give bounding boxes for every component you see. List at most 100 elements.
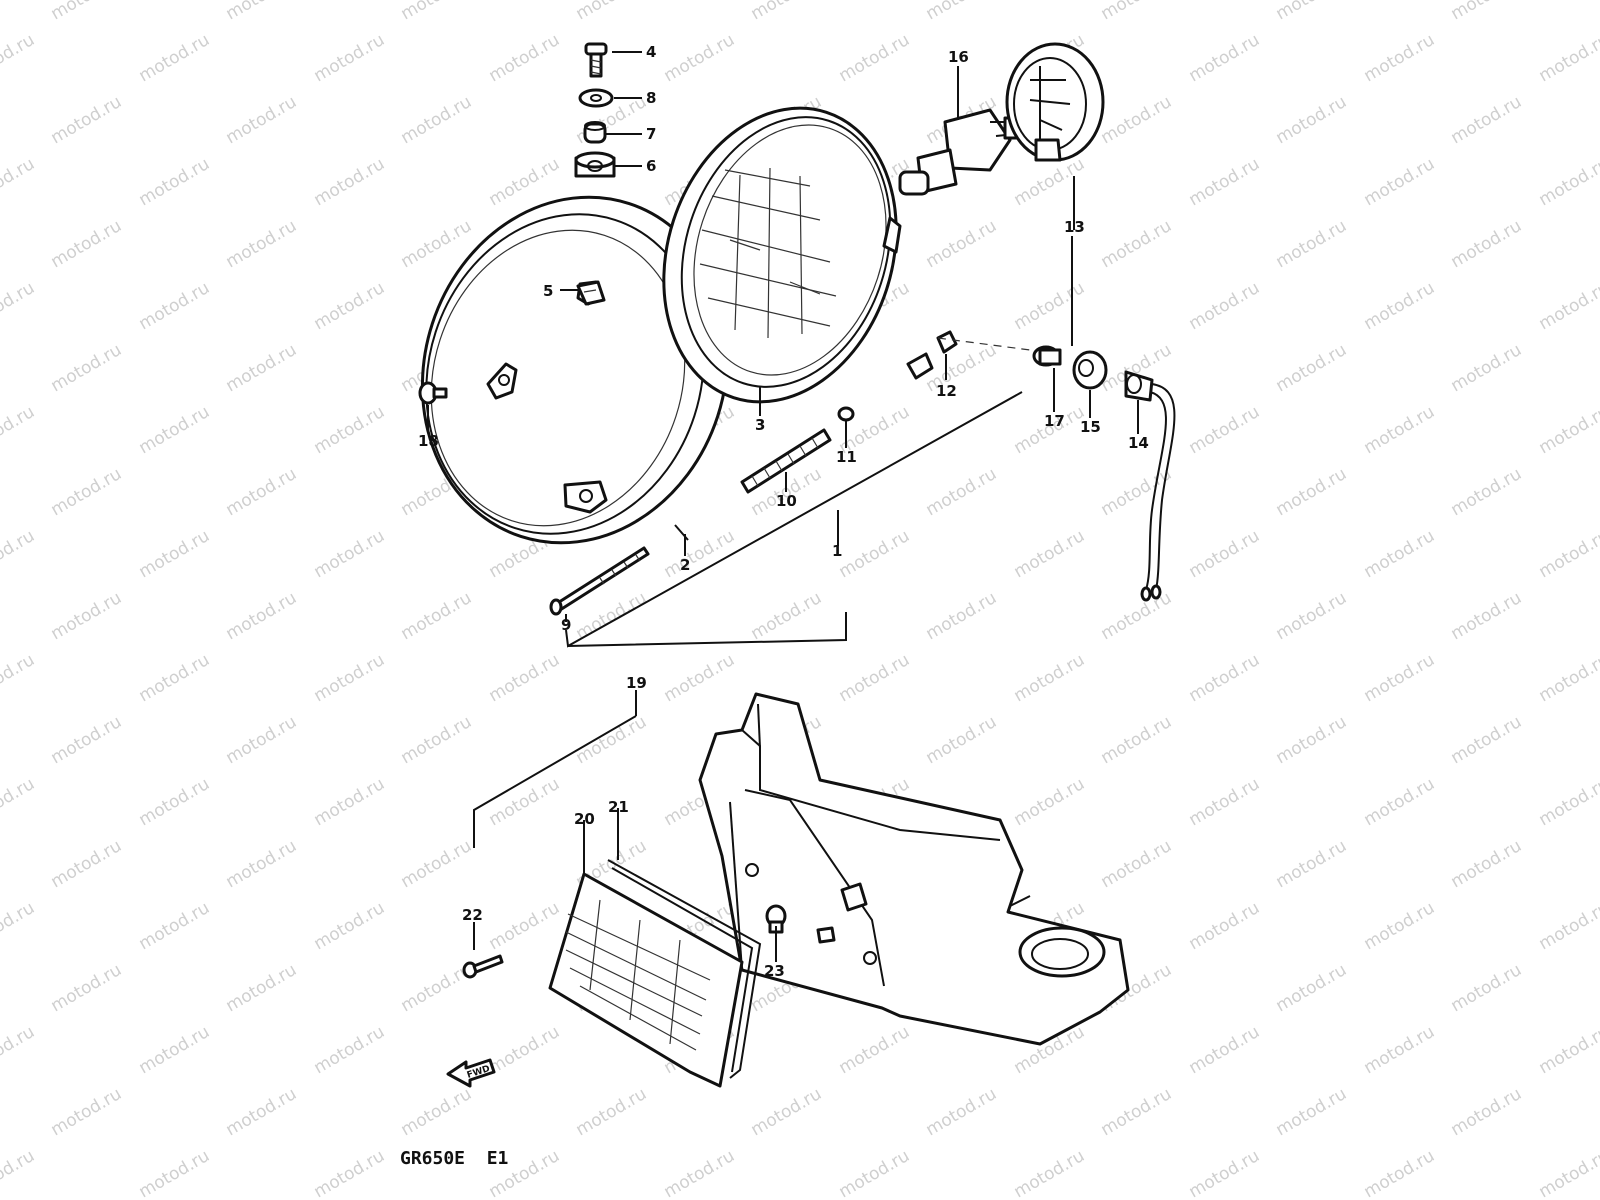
watermark-text: motod.ru [661,1146,739,1200]
callout-3: 3 [755,416,765,434]
model-code: GR650E E1 [400,1148,508,1169]
screw-9 [549,546,650,616]
watermark-text: motod.ru [1361,154,1439,210]
watermark-text: motod.ru [1361,1022,1439,1078]
watermark-text: motod.ru [136,1022,214,1078]
watermark-text: motod.ru [573,0,651,24]
callout-22: 22 [462,906,483,924]
watermark-text: motod.ru [836,650,914,706]
watermark-text: motod.ru [48,836,126,892]
watermark-text: motod.ru [1361,526,1439,582]
watermark-text: motod.ru [1361,650,1439,706]
emblem-5 [576,280,606,306]
watermark-text: motod.ru [223,588,301,644]
watermark-text: motod.ru [223,216,301,272]
watermark-text: motod.ru [1536,526,1600,582]
callout-15: 15 [1080,418,1101,436]
watermark-text: motod.ru [1361,278,1439,334]
watermark-text: motod.ru [1011,402,1089,458]
alignment-line [937,337,1031,351]
watermark-text: motod.ru [1011,278,1089,334]
watermark-text: motod.ru [1098,1084,1176,1140]
watermark-text: motod.ru [311,774,389,830]
callout-1: 1 [832,542,842,560]
watermark-text: motod.ru [1186,774,1264,830]
watermark-text: motod.ru [1098,836,1176,892]
watermark-text: motod.ru [48,464,126,520]
watermark-text: motod.ru [398,0,476,24]
watermark-text: motod.ru [311,898,389,954]
watermark-text: motod.ru [1448,960,1526,1016]
callout-7: 7 [646,125,656,143]
watermark-text: motod.ru [1273,340,1351,396]
watermark-text: motod.ru [1536,898,1600,954]
watermark-text: motod.ru [223,92,301,148]
watermark-text: motod.ru [1361,774,1439,830]
cap-12 [936,330,958,354]
watermark-text: motod.ru [1011,526,1089,582]
watermark-text: motod.ru [223,0,301,24]
watermark-text: motod.ru [311,154,389,210]
watermark-text: motod.ru [1448,340,1526,396]
watermark-text: motod.ru [1536,774,1600,830]
watermark-text: motod.ru [486,30,564,86]
watermark-text: motod.ru [486,650,564,706]
watermark-text: motod.ru [573,1084,651,1140]
watermark-text: motod.ru [1273,960,1351,1016]
watermark-text: motod.ru [923,464,1001,520]
watermark-text: motod.ru [1448,712,1526,768]
watermark-text: motod.ru [1536,30,1600,86]
watermark-text: motod.ru [1098,712,1176,768]
callout-19: 19 [626,674,647,692]
watermark-text: motod.ru [0,402,38,458]
watermark-text: motod.ru [398,92,476,148]
watermark-text: motod.ru [1536,1022,1600,1078]
socket-cover [1005,42,1105,162]
spring-10 [740,428,832,494]
watermark-text: motod.ru [1098,92,1176,148]
watermark-text: motod.ru [311,1146,389,1200]
bracket-1 [565,391,1023,648]
watermark-text: motod.ru [1536,650,1600,706]
watermark-text: motod.ru [223,712,301,768]
callout-5: 5 [543,282,553,300]
watermark-text: motod.ru [923,588,1001,644]
headlight-bulb [898,108,1023,196]
watermark-text: motod.ru [923,340,1001,396]
callout-13: 13 [1064,218,1085,236]
watermark-text: motod.ru [1273,216,1351,272]
watermark-text: motod.ru [1273,0,1351,24]
watermark-text: motod.ru [1098,588,1176,644]
watermark-text: motod.ru [923,1084,1001,1140]
watermark-text: motod.ru [1011,774,1089,830]
watermark-text: motod.ru [836,1022,914,1078]
watermark-text: motod.ru [398,712,476,768]
headlight-rim [420,195,730,545]
socket-14 [1124,370,1176,602]
watermark-text: motod.ru [0,278,38,334]
pilot-bulb-17 [1032,345,1062,367]
watermark-text: motod.ru [748,1084,826,1140]
grommet-6 [574,151,616,178]
watermark-text: motod.ru [1011,1146,1089,1200]
watermark-text: motod.ru [0,774,38,830]
watermark-text: motod.ru [1361,30,1439,86]
watermark-text: motod.ru [223,340,301,396]
watermark-text: motod.ru [398,1084,476,1140]
watermark-text: motod.ru [1186,898,1264,954]
watermark-text: motod.ru [661,30,739,86]
watermark-text: motod.ru [1273,1084,1351,1140]
watermark-text: motod.ru [1273,836,1351,892]
watermark-text: motod.ru [1361,1146,1439,1200]
gasket-21 [607,859,762,1079]
fwd-arrow: FWD [446,1058,496,1088]
watermark-text: motod.ru [1273,712,1351,768]
watermark-text: motod.ru [748,588,826,644]
callout-12: 12 [936,382,957,400]
watermark-text: motod.ru [1448,216,1526,272]
nut-11 [837,406,855,422]
watermark-text: motod.ru [486,774,564,830]
watermark-text: motod.ru [0,650,38,706]
watermark-text: motod.ru [398,588,476,644]
watermark-text: motod.ru [748,0,826,24]
